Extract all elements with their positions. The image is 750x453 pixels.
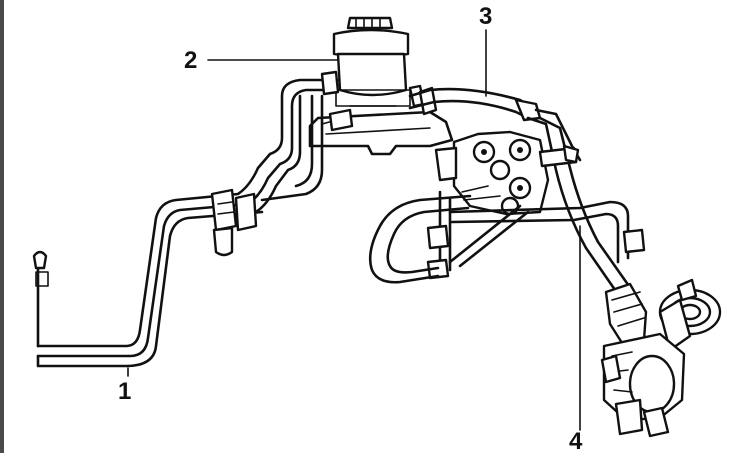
steering-pump <box>434 130 550 216</box>
steering-gear <box>600 278 722 438</box>
reservoir-bracket <box>308 84 454 156</box>
page-edge <box>0 0 4 453</box>
callout-1: 1 <box>118 378 131 405</box>
return-hose-1 <box>32 78 340 368</box>
callout-4: 4 <box>569 428 583 453</box>
supply-hose-loop <box>368 194 472 284</box>
callout-2: 2 <box>184 47 197 74</box>
callout-3: 3 <box>479 3 492 30</box>
pressure-line-4 <box>526 108 638 302</box>
hose-clamp-reservoir <box>320 70 438 116</box>
hose-clamp-left <box>210 188 258 257</box>
engine-bracket <box>426 190 646 280</box>
fluid-reservoir <box>332 16 411 107</box>
leader-lines <box>127 29 581 431</box>
